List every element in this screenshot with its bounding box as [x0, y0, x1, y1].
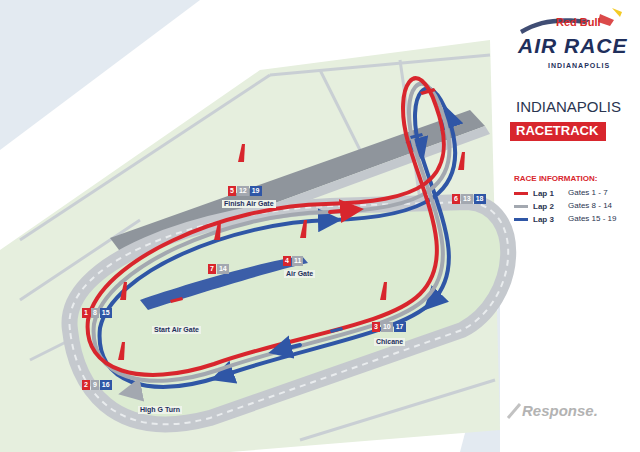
legend-swatch [514, 192, 528, 195]
gate-number: 5 [228, 186, 236, 196]
gate-name: Finish Air Gate [222, 200, 276, 208]
gates-range: Gates 1 - 7 [568, 188, 608, 197]
gate-number: 19 [250, 186, 262, 196]
legend-text: Lap 3 [533, 215, 554, 224]
gate-number: 15 [100, 308, 112, 318]
logo-text: Red Bull [556, 16, 601, 29]
gate-name: High G Turn [138, 406, 182, 414]
legend-swatch [514, 205, 528, 208]
gate-number: 8 [91, 308, 99, 318]
gate-number: 6 [452, 194, 460, 204]
map-heading: INDIANAPOLIS [516, 98, 621, 115]
gate-number: 11 [292, 256, 303, 266]
info-heading: RACE INFORMATION: [514, 174, 597, 183]
gate-number: 17 [394, 322, 406, 332]
gate-number: 2 [82, 380, 90, 390]
title-band: RACETRACK [510, 122, 606, 141]
gates-range: Gates 8 - 14 [568, 201, 612, 210]
gate-number: 3 [372, 322, 380, 332]
gate-number: 12 [237, 186, 249, 196]
logo-text: AIR RACE [518, 34, 628, 58]
gates-range: Gates 15 - 19 [568, 214, 616, 223]
gate-number: 10 [381, 322, 393, 332]
gate-name: Start Air Gate [152, 326, 201, 334]
legend-swatch [514, 218, 528, 221]
legend-text: Lap 2 [533, 202, 554, 211]
gate-number: 1 [82, 308, 90, 318]
logo-text: INDIANAPOLIS [548, 62, 610, 70]
gate-number: 18 [474, 194, 486, 204]
gate-number: 16 [100, 380, 112, 390]
gate-name: Air Gate [284, 270, 315, 278]
legend-text: Lap 1 [533, 189, 554, 198]
gate-number: 9 [91, 380, 99, 390]
gate-number: 14 [217, 264, 229, 274]
gate-number: 13 [461, 194, 473, 204]
gate-name: Chicane [374, 338, 405, 346]
gate-number: 4 [283, 256, 291, 266]
watermark: Response. [522, 402, 598, 419]
gate-number: 7 [208, 264, 216, 274]
